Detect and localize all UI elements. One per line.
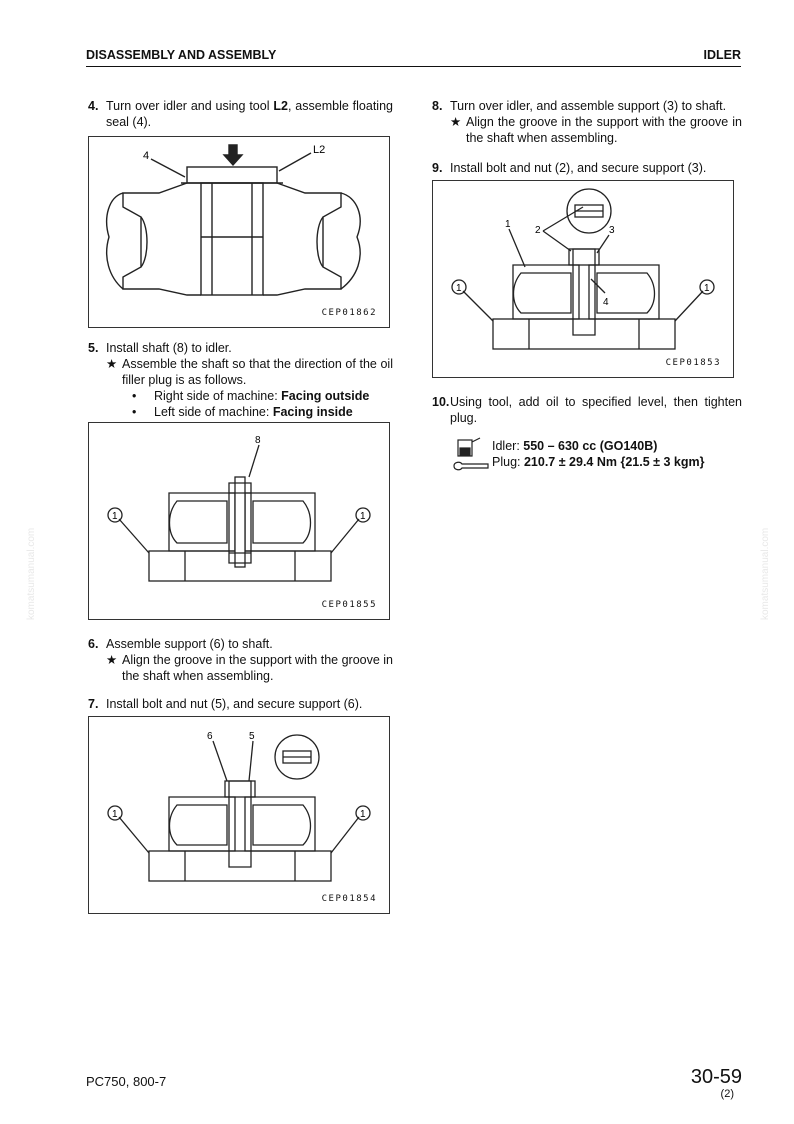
- figure-shaft-install: 8 1 1 CEP01855: [88, 422, 390, 620]
- oil-can-icon: [453, 437, 489, 471]
- step-5-bullet-right: • Right side of machine: Facing outside: [132, 389, 370, 403]
- tool-code: L2: [273, 99, 288, 113]
- oil-spec: Idler: 550 – 630 cc (GO140B): [492, 439, 658, 453]
- page-number: 30-59: [690, 1066, 742, 1088]
- bullet-icon: •: [132, 389, 137, 403]
- callout-5: 5: [249, 731, 255, 742]
- shaft-install-diagram: 8 1 1: [107, 435, 371, 582]
- star-icon: ★: [106, 357, 118, 371]
- bullet-icon: •: [132, 405, 137, 419]
- figure-code: CEP01862: [321, 308, 377, 318]
- star-icon: ★: [106, 653, 118, 667]
- step-6-note: ★ Align the groove in the support with t…: [106, 653, 394, 683]
- callout-8: 8: [255, 435, 261, 446]
- revision: (2): [720, 1088, 734, 1100]
- callout-1-right: 1: [360, 809, 366, 820]
- star-icon: ★: [450, 115, 462, 129]
- step-6: 6. Assemble support (6) to shaft.: [88, 637, 273, 651]
- floating-seal-diagram: 4 L2: [105, 144, 361, 296]
- wrench-icon: [453, 461, 489, 471]
- figure-floating-seal: 4 L2 CEP01862: [88, 136, 390, 328]
- step-8: 8. Turn over idler, and assemble support…: [432, 99, 727, 113]
- figure-code: CEP01853: [665, 358, 721, 368]
- step-9: 9. Install bolt and nut (2), and secure …: [432, 161, 707, 175]
- watermark-left: komatsumanual.com: [26, 527, 37, 620]
- figure-code: CEP01854: [321, 894, 377, 904]
- figure-support-3: 1 2 3 4 1 1 CEP01853: [432, 180, 734, 378]
- callout-1-left: 1: [112, 511, 118, 522]
- footer-model: PC750, 800-7: [86, 1074, 167, 1089]
- section-title: DISASSEMBLY AND ASSEMBLY: [86, 48, 277, 62]
- callout-3: 3: [609, 225, 615, 236]
- support-3-diagram: 1 2 3 4 1 1: [451, 188, 715, 350]
- callout-1: 1: [505, 219, 511, 230]
- step-8-note: ★ Align the groove in the support with t…: [450, 115, 742, 145]
- step-5: 5. Install shaft (8) to idler.: [88, 341, 232, 355]
- callout-6: 6: [207, 731, 213, 742]
- callout-2: 2: [535, 225, 541, 236]
- callout-1-right: 1: [704, 283, 710, 294]
- callout-1-left: 1: [456, 283, 462, 294]
- step-5-note: ★ Assemble the shaft so that the directi…: [106, 357, 393, 387]
- watermark-right: komatsumanual.com: [760, 527, 771, 620]
- figure-code: CEP01855: [321, 600, 377, 610]
- support-6-diagram: 6 5 1 1: [107, 731, 371, 882]
- figure-support-6: 6 5 1 1 CEP01854: [88, 716, 390, 914]
- step-7: 7. Install bolt and nut (5), and secure …: [88, 697, 363, 711]
- callout-4: 4: [143, 150, 149, 162]
- step-10: 10. Using tool, add oil to specified lev…: [432, 395, 742, 425]
- right-column: 8. Turn over idler, and assemble support…: [432, 98, 742, 476]
- callout-1-right: 1: [360, 511, 366, 522]
- callout-l2: L2: [313, 144, 325, 156]
- step-5-bullet-left: • Left side of machine: Facing inside: [132, 405, 353, 419]
- component-title: IDLER: [703, 48, 742, 62]
- step-4: 4. Turn over idler and using tool L2, as…: [88, 99, 393, 129]
- callout-4: 4: [603, 297, 609, 308]
- page-header: DISASSEMBLY AND ASSEMBLY IDLER: [86, 46, 741, 67]
- callout-1-left: 1: [112, 809, 118, 820]
- specs-block: Idler: 550 – 630 cc (GO140B) Plug: 210.7…: [432, 436, 742, 476]
- plug-torque-spec: Plug: 210.7 ± 29.4 Nm {21.5 ± 3 kgm}: [492, 455, 705, 469]
- left-column: 4. Turn over idler and using tool L2, as…: [88, 98, 393, 914]
